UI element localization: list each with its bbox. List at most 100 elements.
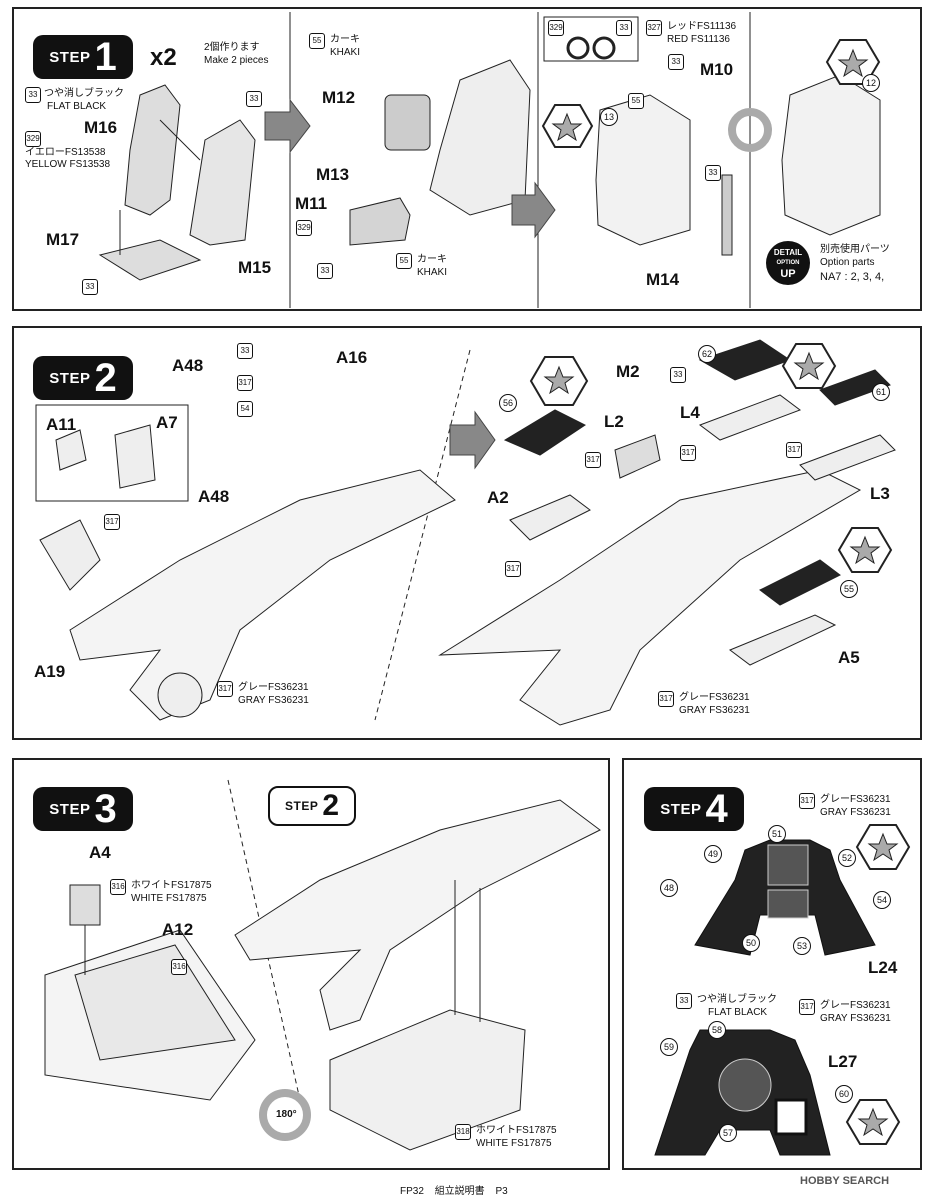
decal-49: 49 (704, 845, 722, 863)
callout-317-a48: 317 (237, 375, 253, 391)
step1-qty-jp: 2個作ります (204, 42, 260, 53)
callout-317-l2: 317 (585, 452, 601, 468)
part-a48-mid: A48 (198, 487, 230, 506)
rotate-label: 180° (276, 1109, 297, 1120)
step1-qty-en: Make 2 pieces (204, 55, 269, 66)
khaki-callout-m10: 55 (628, 93, 644, 109)
option-jp: 別売使用パーツ (820, 244, 890, 255)
gray-jp-left: グレーFS36231 (238, 682, 309, 693)
part-a7: A7 (156, 413, 178, 432)
gray-jp-step4-top: グレーFS36231 (820, 794, 891, 805)
yellow-callout: 329 (25, 131, 41, 147)
callout-317-l4: 317 (680, 445, 696, 461)
callout-329: 329 (296, 220, 312, 236)
decal-57: 57 (719, 1124, 737, 1142)
gray-jp-step4-bottom: グレーFS36231 (820, 1000, 891, 1011)
khaki-en-bottom: KHAKI (417, 267, 448, 278)
callout-33-a48: 33 (237, 343, 253, 359)
white-callout-top: 316 (110, 879, 126, 895)
decal-53: 53 (793, 937, 811, 955)
gray-en-step4-top: GRAY FS36231 (820, 807, 891, 818)
white-jp-bottom: ホワイトFS17875 (476, 1125, 557, 1136)
decal-62: 62 (698, 345, 716, 363)
white-callout-a12: 316 (171, 959, 187, 975)
khaki-en-top: KHAKI (330, 47, 361, 58)
decal-58: 58 (708, 1021, 726, 1039)
part-m10: M10 (700, 60, 734, 79)
callout-33-a: 33 (82, 279, 98, 295)
part-a12: A12 (162, 920, 194, 939)
gray-jp-right: グレーFS36231 (679, 692, 750, 703)
gray-callout-left: 317 (217, 681, 233, 697)
decal-52: 52 (838, 849, 856, 867)
part-a48-top: A48 (172, 356, 204, 375)
part-a2: A2 (487, 488, 509, 507)
option-en: Option parts (820, 257, 875, 268)
part-m11: M11 (295, 194, 328, 213)
part-m17: M17 (46, 230, 80, 249)
part-m16: M16 (84, 118, 118, 137)
step2-badge: STEP 2 (33, 356, 133, 400)
flat-black-en: FLAT BLACK (47, 101, 107, 112)
callout-54: 54 (237, 401, 253, 417)
decal-61: 61 (872, 383, 890, 401)
step3-sub-badge: STEP 2 (268, 786, 356, 826)
part-m13: M13 (316, 165, 350, 184)
gray-callout-right: 317 (658, 691, 674, 707)
watermark: HOBBY SEARCH (800, 1175, 890, 1187)
part-l4: L4 (680, 403, 700, 422)
part-l24: L24 (868, 958, 898, 977)
decal-48: 48 (660, 879, 678, 897)
red-en: RED FS11136 (667, 34, 730, 45)
yellow-jp: イエローFS13538 (25, 147, 106, 158)
footer: FP32 組立説明書 P3 (400, 1182, 508, 1197)
callout-33-m14: 33 (705, 165, 721, 181)
callout-33-top: 33 (616, 20, 632, 36)
part-m15: M15 (238, 258, 272, 277)
red-jp: レッドFS11136 (667, 21, 737, 32)
callout-33-m10: 33 (668, 54, 684, 70)
gray-en-right: GRAY FS36231 (679, 705, 750, 716)
black-jp-step4: つや消しブラック (697, 994, 777, 1005)
part-m14: M14 (646, 270, 680, 289)
part-l27: L27 (828, 1052, 858, 1071)
callout-317-a2: 317 (505, 561, 521, 577)
khaki-callout-top: 55 (309, 33, 325, 49)
white-jp-top: ホワイトFS17875 (131, 880, 212, 891)
part-l3: L3 (870, 484, 890, 503)
gray-en-step4-bottom: GRAY FS36231 (820, 1013, 891, 1024)
khaki-callout-bottom: 55 (396, 253, 412, 269)
detail-up-badge: DETAIL OPTION UP (766, 241, 810, 285)
gray-callout-step4-top: 317 (799, 793, 815, 809)
decal-13: 13 (600, 108, 618, 126)
flat-black-jp: つや消しブラック (44, 88, 124, 99)
callout-329-top: 329 (548, 20, 564, 36)
black-callout-step4: 33 (676, 993, 692, 1009)
black-en-step4: FLAT BLACK (708, 1007, 768, 1018)
decal-59: 59 (660, 1038, 678, 1056)
part-l2: L2 (604, 412, 624, 431)
part-a4: A4 (89, 843, 111, 862)
decal-54: 54 (873, 891, 891, 909)
decal-60: 60 (835, 1085, 853, 1103)
khaki-jp-bottom: カーキ (417, 254, 447, 265)
part-a16: A16 (336, 348, 368, 367)
part-a19: A19 (34, 662, 66, 681)
gray-callout-step4-bottom: 317 (799, 999, 815, 1015)
footer-page: P3 (495, 1186, 508, 1197)
footer-title: 組立説明書 (434, 1186, 485, 1197)
decal-51: 51 (768, 825, 786, 843)
part-a11: A11 (46, 415, 77, 434)
white-en-bottom: WHITE FS17875 (476, 1138, 552, 1149)
callout-33-b: 33 (246, 91, 262, 107)
decal-56: 56 (499, 394, 517, 412)
yellow-en: YELLOW FS13538 (25, 159, 111, 170)
option-list: NA7 : 2, 3, 4, (820, 271, 885, 283)
flat-black-callout: 33 (25, 87, 41, 103)
callout-317-left: 317 (104, 514, 120, 530)
part-m12: M12 (322, 88, 356, 107)
